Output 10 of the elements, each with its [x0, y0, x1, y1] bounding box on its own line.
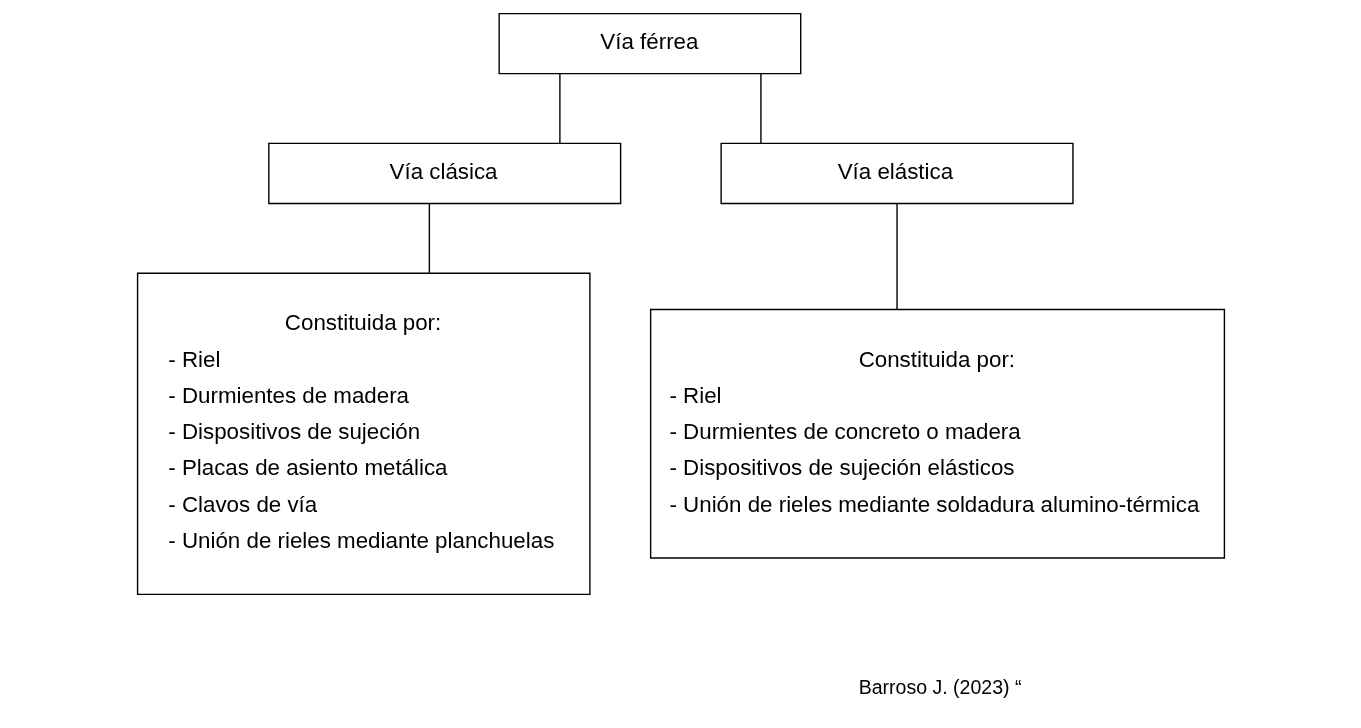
node-box: Constituida por: - Riel - Durmientes de madera - Dispositivos de sujeción - Placas de asiento metálica - Clavos de vía - Unión de rieles mediante planchuelas: [136, 272, 591, 596]
node-box: Constituida por: - Riel - Durmientes de concreto o madera - Dispositivos de sujeción elásticos - Unión de rieles mediante soldadura alumino-térmica: [649, 308, 1225, 559]
connector: [428, 203, 430, 274]
connector: [558, 73, 561, 144]
connector: [895, 203, 898, 310]
connector: [759, 73, 762, 144]
node-box: Vía férrea: [497, 12, 801, 75]
label: Barroso J. (2023) “: [858, 676, 1021, 699]
node-box: Vía clásica: [267, 142, 621, 205]
node-box: Vía elástica: [719, 142, 1074, 205]
